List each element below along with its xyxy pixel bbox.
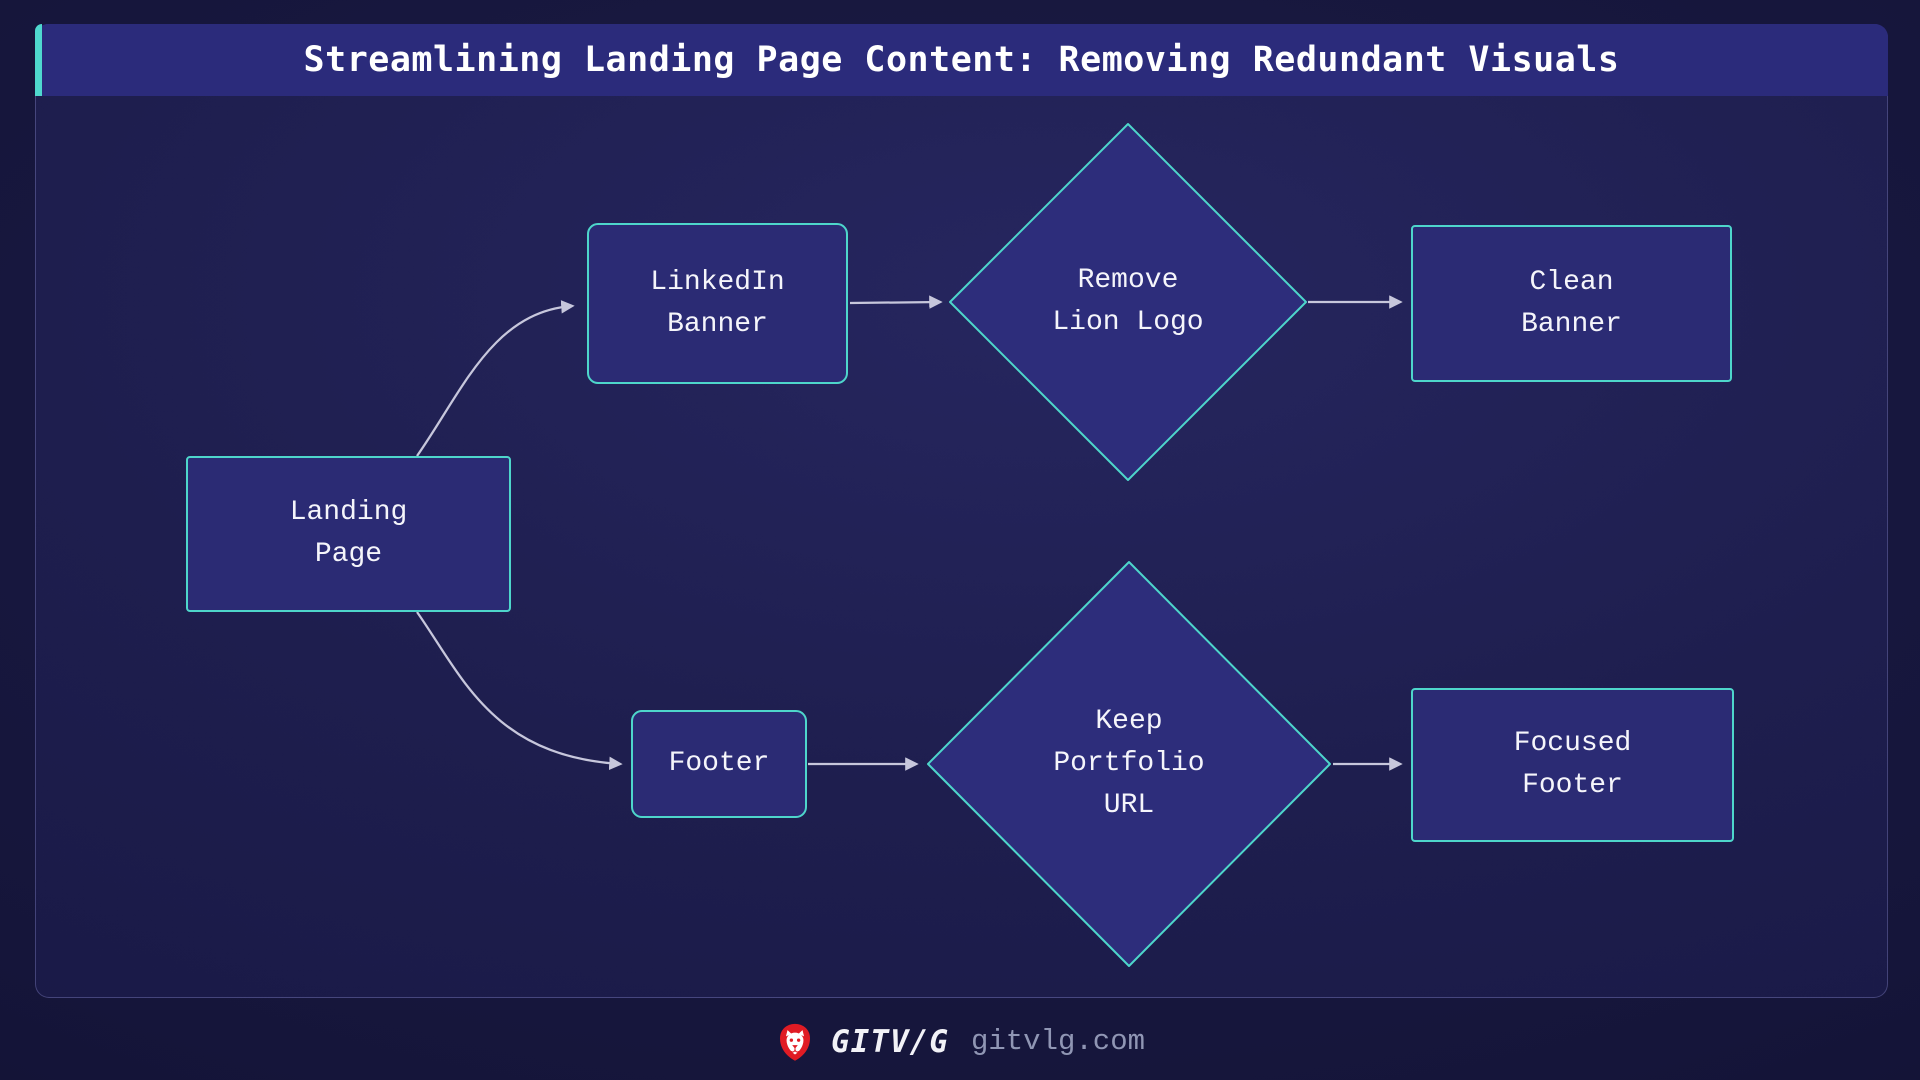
node-shape-clean-banner (1411, 225, 1732, 382)
node-shape-focused-footer (1411, 688, 1734, 842)
edge-linkedin-to-remove (849, 295, 943, 309)
brand-name: GITV/G (830, 1023, 949, 1060)
edge-group (416, 295, 1403, 771)
node-shape-keep-portfolio-url (927, 561, 1331, 967)
edge-landing-to-footer (416, 611, 623, 771)
node-shape-linkedin-banner (587, 223, 848, 384)
edge-landing-to-linkedin (416, 300, 575, 457)
node-group (186, 123, 1734, 967)
website-url: gitvlg.com (970, 1025, 1145, 1058)
lion-icon (779, 1023, 810, 1061)
title-bar: Streamlining Landing Page Content: Remov… (35, 24, 1888, 96)
node-shape-landing-page (186, 456, 511, 612)
diagram-title: Streamlining Landing Page Content: Remov… (303, 40, 1620, 80)
node-shape-remove-lion-logo (949, 123, 1307, 481)
site-footer: GITV/G gitvlg.com (0, 1003, 1920, 1080)
title-accent-bar (35, 24, 42, 96)
node-shape-footer (631, 710, 807, 818)
